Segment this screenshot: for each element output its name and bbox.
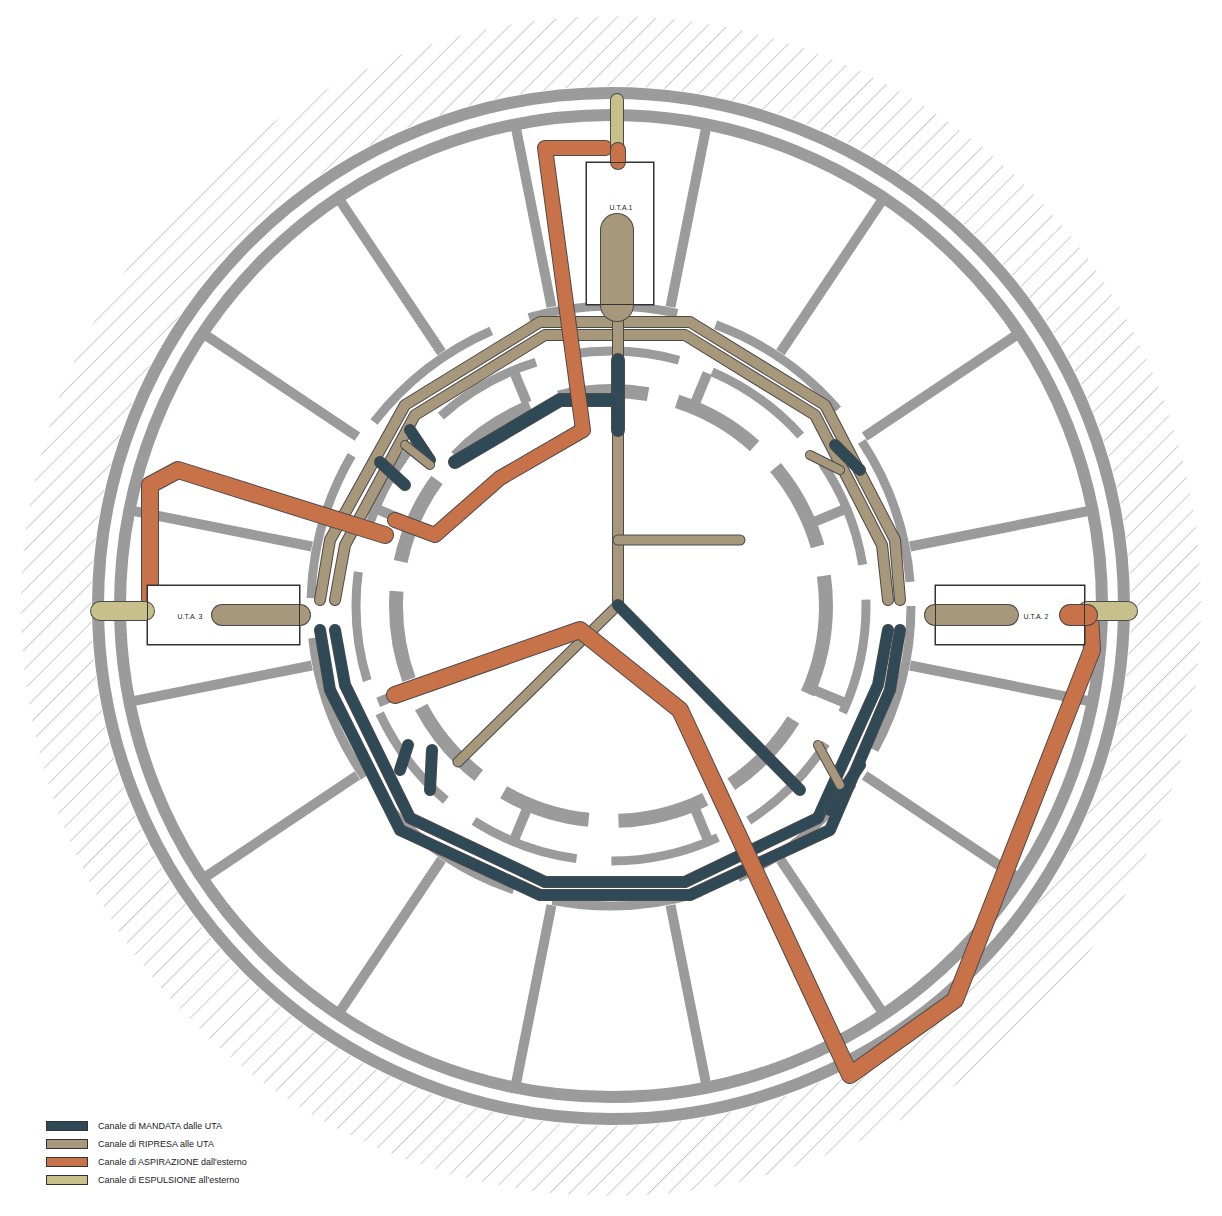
duct-outline: [100, 601, 145, 621]
duct-outline: [320, 322, 900, 600]
duct-outline: [400, 745, 408, 770]
radial-wall: [671, 129, 706, 307]
legend-row: Canale di RIPRESA alle UTA: [46, 1139, 214, 1149]
radial-wall: [207, 336, 357, 437]
radial-wall: [134, 666, 312, 701]
legend-text: Canale di MANDATA dalle UTA: [98, 1121, 222, 1131]
legend-text: Canale di RIPRESA alle UTA: [98, 1139, 214, 1149]
legend-text: Canale di ESPULSIONE all'esterno: [98, 1175, 239, 1185]
duct-outline: [222, 604, 300, 626]
duct: [618, 536, 740, 545]
inner-wall: [814, 510, 844, 522]
radial-wall: [910, 511, 1088, 546]
inner-wall: [695, 809, 707, 839]
duct: [320, 322, 900, 600]
duct: [100, 602, 145, 620]
duct-outline: [335, 335, 888, 600]
duct-outline: [818, 745, 840, 785]
duct: [818, 745, 840, 785]
inner-wall: [515, 373, 527, 403]
unit-label: U.T.A. 3: [177, 612, 204, 621]
unit-label: U.T.A.1: [609, 203, 634, 212]
radial-wall: [341, 860, 442, 1010]
inner-wall: [814, 690, 844, 702]
duct-outline: [335, 630, 888, 882]
duct-outline: [395, 615, 1092, 1075]
inner-wall: [515, 809, 527, 839]
duct: [320, 630, 900, 895]
duct: [400, 745, 408, 770]
duct: [458, 605, 618, 762]
duct: [611, 150, 625, 162]
duct-outline: [610, 150, 626, 162]
air-handling-unit: U.T.A. 3: [147, 585, 300, 645]
duct-outline: [395, 148, 605, 535]
duct: [395, 148, 605, 535]
unit-label: U.T.A. 2: [1023, 612, 1050, 621]
inner-wall: [695, 373, 707, 403]
ground-hatch: [21, 16, 1201, 1196]
air-handling-unit: U.T.A. 2: [935, 585, 1085, 645]
radial-wall: [516, 905, 551, 1083]
radial-wall: [865, 775, 1015, 876]
walls: [98, 93, 1124, 1119]
duct-outline: [600, 230, 634, 305]
duct: [395, 615, 1092, 1075]
duct: [380, 462, 405, 485]
legend-swatch: [46, 1121, 88, 1131]
radial-wall: [865, 336, 1015, 437]
radial-wall: [780, 202, 881, 352]
radial-wall: [207, 775, 357, 876]
legend-row: Canale di ASPIRAZIONE dall'esterno: [46, 1157, 247, 1167]
duct-outline: [320, 630, 900, 895]
duct-outline: [935, 604, 1008, 626]
duct-outline: [150, 470, 385, 600]
duct-outline: [612, 305, 624, 605]
legend-row: Canale di MANDATA dalle UTA: [46, 1121, 222, 1131]
duct-outline: [405, 445, 430, 465]
legend-text: Canale di ASPIRAZIONE dall'esterno: [98, 1157, 247, 1167]
duct: [405, 445, 430, 465]
legend-swatch: [46, 1175, 88, 1185]
duct-outline: [430, 750, 432, 790]
legend-swatch: [46, 1139, 88, 1149]
legend-row: Canale di ESPULSIONE all'esterno: [46, 1175, 239, 1185]
radial-wall: [134, 511, 312, 546]
radial-wall: [671, 905, 706, 1083]
legend-swatch: [46, 1157, 88, 1167]
duct-outline: [380, 462, 405, 485]
duct: [335, 335, 888, 600]
duct-outline: [618, 535, 740, 546]
duct-outline: [810, 455, 840, 470]
duct: [222, 605, 300, 625]
air-handling-unit: U.T.A.1: [586, 162, 654, 305]
radial-wall: [780, 860, 881, 1010]
duct: [335, 630, 888, 882]
duct: [810, 455, 840, 470]
radial-wall: [341, 202, 442, 352]
duct: [150, 470, 385, 600]
duct: [601, 230, 633, 305]
duct-outline: [458, 605, 618, 762]
radial-wall: [910, 666, 1088, 701]
duct: [613, 305, 623, 605]
duct: [935, 605, 1008, 625]
duct: [430, 750, 432, 790]
